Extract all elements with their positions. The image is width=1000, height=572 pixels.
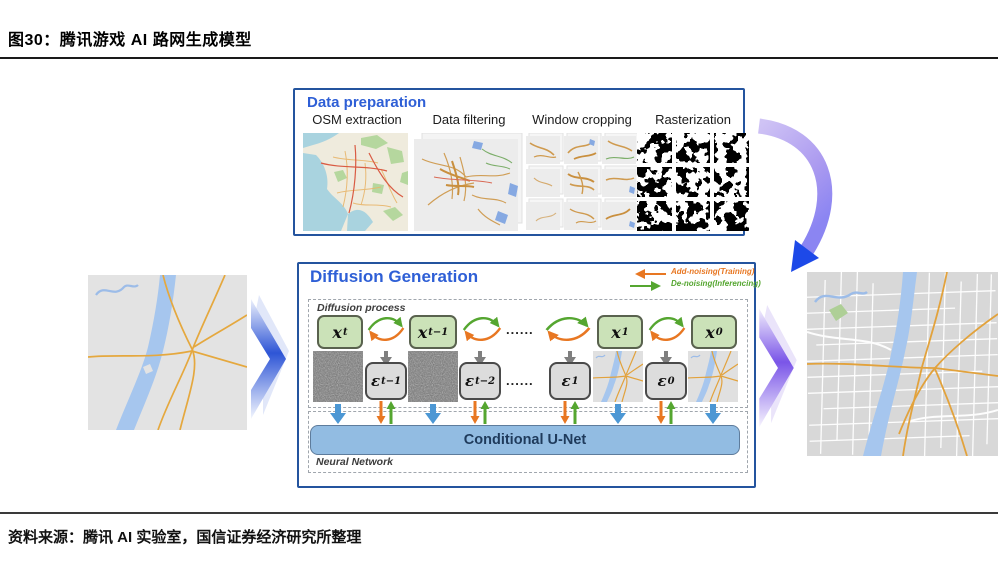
x-row-dots: ...... [506,322,534,337]
eps-node-t1-sub: t−1 [381,375,402,387]
eps-node-t1-base: ε [370,372,381,390]
step-label-window-cropping: Window cropping [532,112,632,127]
add-noising-arrow-icon [635,269,666,279]
data-preparation-title: Data preparation [307,94,427,111]
map-thumb-image [688,351,738,402]
x-node-0-base: x [705,322,715,342]
step-down-arrow-icon [380,351,392,366]
eps-node-1-sub: 1 [571,375,579,387]
x-node-t1-sub: t−1 [428,326,449,338]
figure-title: 图30：腾讯游戏 AI 路网生成模型 [8,32,252,49]
diffusion-generation-title: Diffusion Generation [310,267,479,286]
x-node-0-sub: 0 [715,326,723,338]
legend-add-noising-label: Add-noising(Training) [671,267,755,276]
data-filtering-image [414,133,523,231]
eps-row-dots: ...... [506,373,534,388]
title-rule [0,57,998,59]
condition-input-arrow-icon [705,404,721,424]
train-infer-arrows-icon [376,401,396,424]
diffusion-process-box [308,299,748,408]
eps-node-0-base: ε [657,372,667,390]
chevron-right-blue-icon [251,295,289,419]
curved-arrow-icon [757,118,833,272]
noise-image [408,351,458,402]
x-node-1-base: x [611,322,621,342]
noise-denoise-arc-icon [367,316,405,342]
source-rule [0,512,998,514]
x-node-1-sub: 1 [621,326,629,338]
de-noising-arrow-icon [630,281,661,291]
osm-extraction-image [303,133,408,231]
step-down-arrow-icon [564,351,576,366]
noise-denoise-arc-icon [462,316,502,342]
chevron-right-purple-icon [759,304,797,428]
train-infer-arrows-icon [560,401,580,424]
conditional-unet-label: Conditional U-Net [463,432,587,448]
step-label-data-filtering: Data filtering [432,112,506,127]
step-label-osm-extraction: OSM extraction [312,112,402,127]
window-cropping-image [526,133,638,230]
eps-node-t2-sub: t−2 [475,375,496,387]
noise-denoise-arc-icon [545,316,591,342]
legend-de-noising-label: De-noising(Inferencing) [671,279,761,288]
neural-network-label: Neural Network [316,456,394,468]
eps-node-t2-base: ε [464,372,475,390]
train-infer-arrows-icon [656,401,676,424]
step-label-rasterization: Rasterization [655,112,731,127]
diffusion-process-label: Diffusion process [317,302,406,314]
step-down-arrow-icon [660,351,672,366]
output-map-image [807,272,998,456]
x-node-t-base: x [332,322,342,342]
noise-image [313,351,363,402]
x-node-t-sub: t [342,326,348,338]
rasterization-image [637,133,749,231]
eps-node-0-sub: 0 [667,375,675,387]
conditional-unet-box: Conditional U-Net [310,425,740,455]
condition-input-arrow-icon [330,404,346,424]
neural-network-box [308,411,748,473]
condition-input-arrow-icon [610,404,626,424]
noise-denoise-arc-icon [648,316,686,342]
eps-node-1-base: ε [561,372,571,390]
source-text: 资料来源：腾讯 AI 实验室，国信证券经济研究所整理 [8,529,362,546]
x-node-t1-base: x [417,322,428,342]
map-thumb-image [593,351,643,402]
train-infer-arrows-icon [470,401,490,424]
condition-input-arrow-icon [425,404,441,424]
input-map-image [88,275,247,430]
step-down-arrow-icon [474,351,486,366]
